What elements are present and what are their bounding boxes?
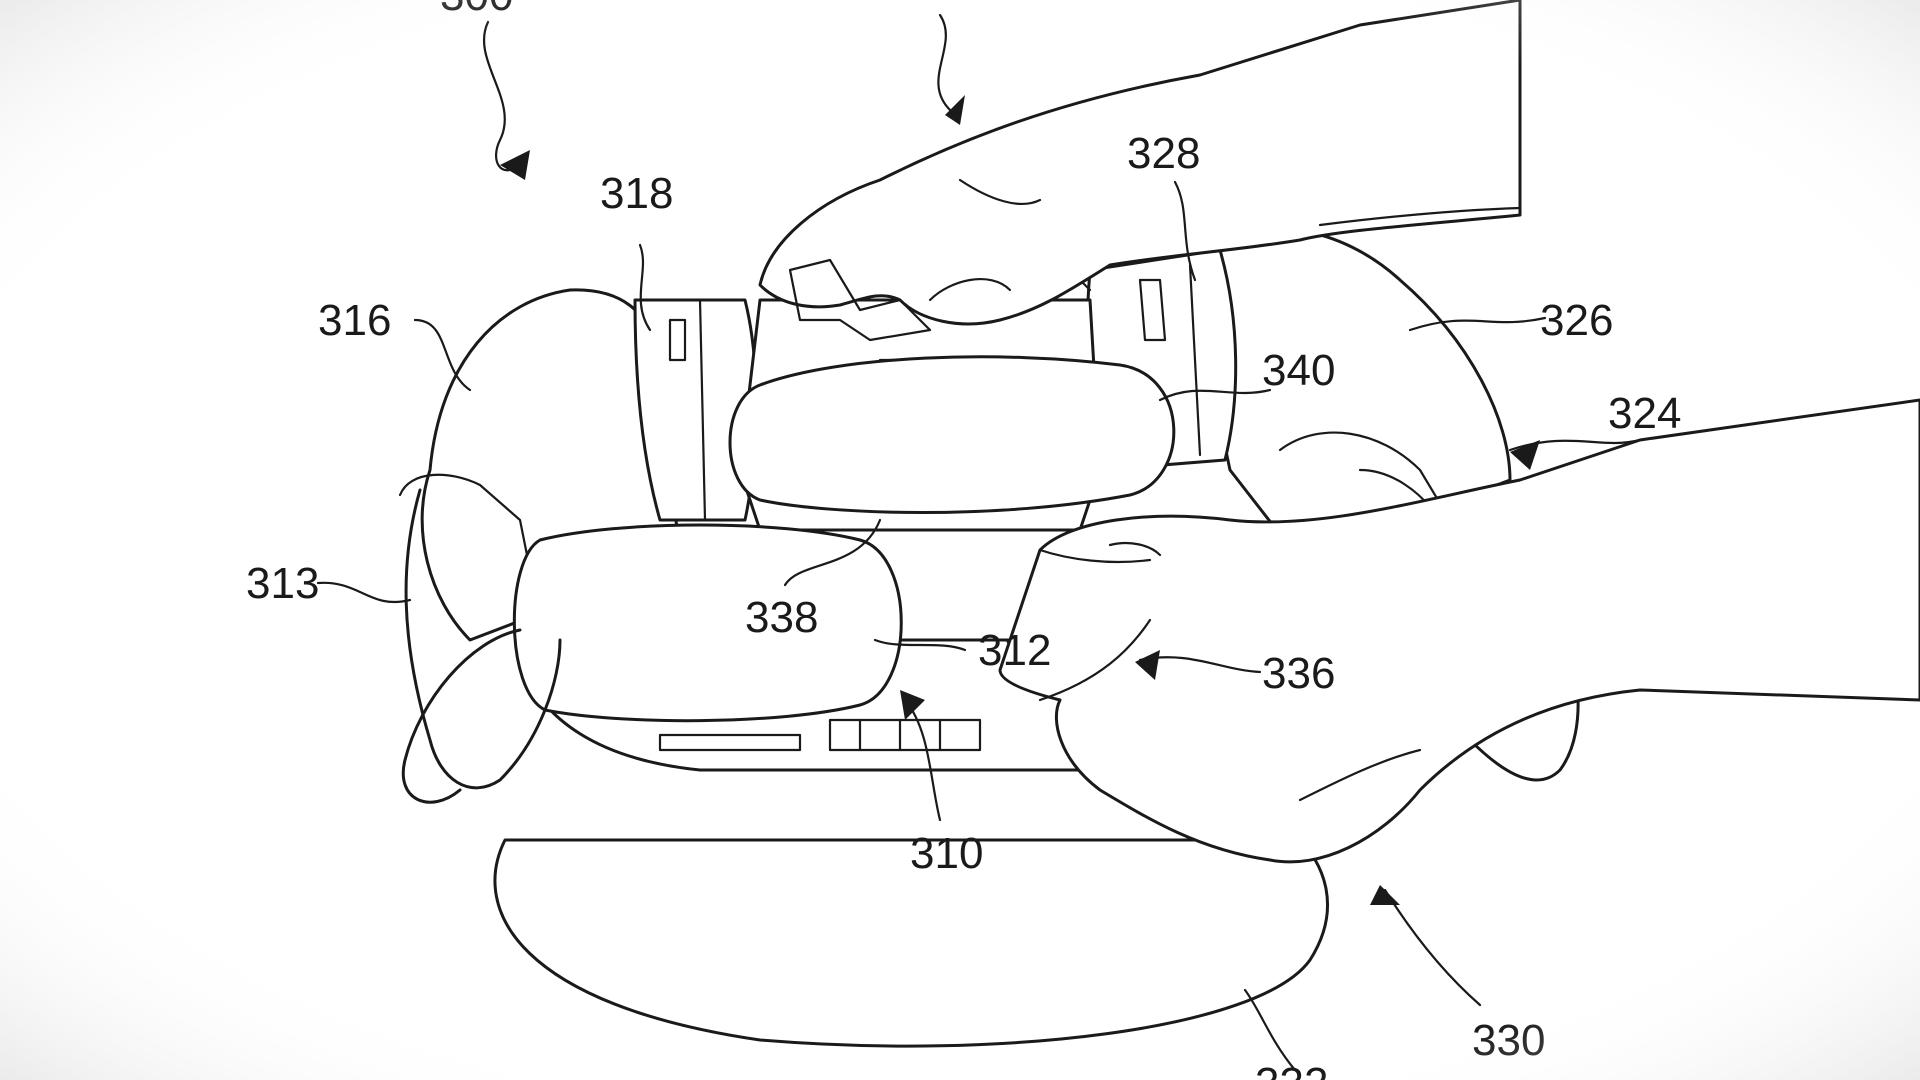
label-338: 338: [745, 593, 818, 642]
label-336: 336: [1262, 649, 1335, 698]
label-312: 312: [978, 626, 1051, 675]
top-cushion: [730, 357, 1174, 513]
label-300: 300: [440, 0, 513, 20]
label-328: 328: [1127, 129, 1200, 178]
label-340: 340: [1262, 346, 1335, 395]
label-313: 313: [246, 559, 319, 608]
front-cushion: [514, 525, 901, 721]
label-316: 316: [318, 296, 391, 345]
label-324: 324: [1608, 389, 1681, 438]
label-332: 332: [1255, 1059, 1328, 1080]
label-326: 326: [1540, 296, 1613, 345]
label-330: 330: [1472, 1016, 1545, 1065]
label-310: 310: [910, 829, 983, 878]
label-318: 318: [600, 169, 673, 218]
